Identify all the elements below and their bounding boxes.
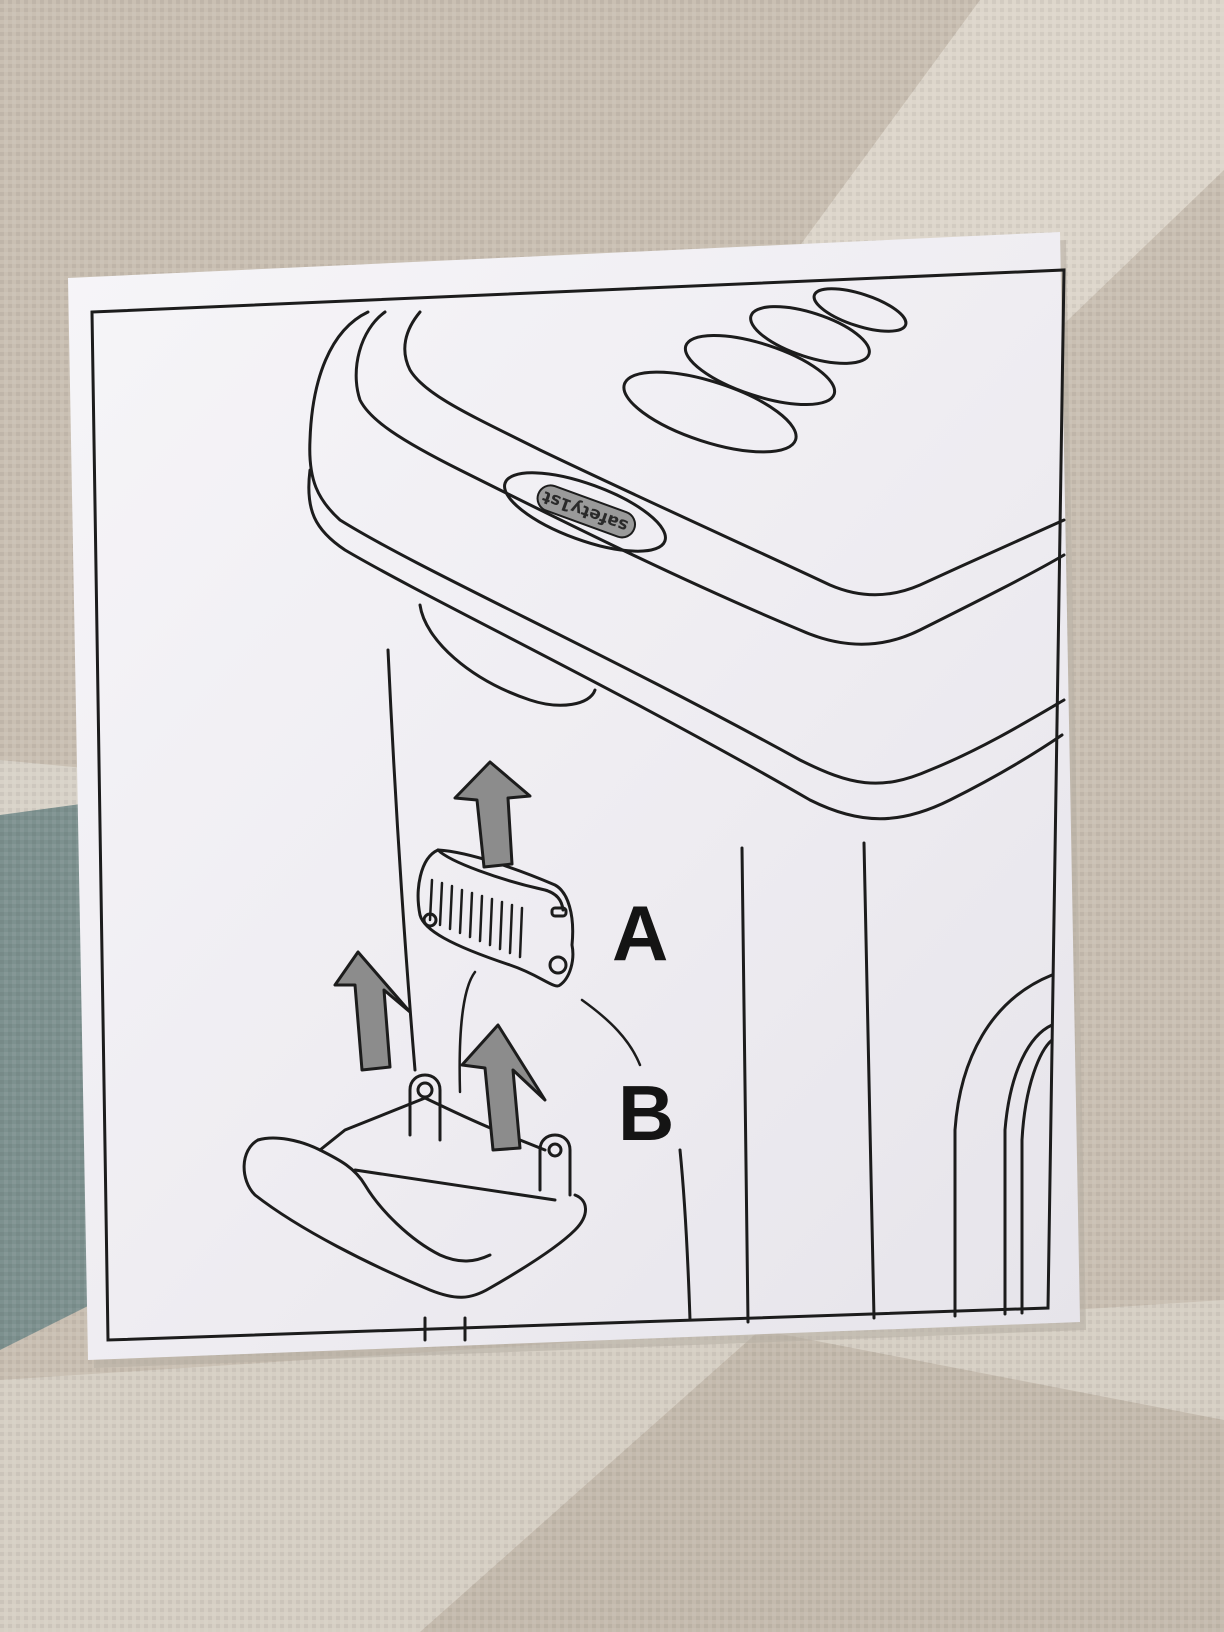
bin-lid [308,310,1066,785]
lid-ridge [812,287,908,333]
lid-ridge [683,333,837,407]
paper [68,232,1080,1360]
leader-line-a [458,970,477,1094]
callout-label-a: A [612,889,668,977]
illustration [242,287,1066,1342]
callout-label-b: B [618,1069,674,1157]
bin-body-edge [386,648,417,1072]
sheet-border [90,268,1066,1342]
up-arrow-icon [453,760,532,869]
instruction-sheet: A B safety1st [68,232,1086,1368]
lid-ridge [622,370,798,454]
leader-line-b [580,998,642,1067]
brand-logo-badge [503,471,667,553]
up-arrow-icon [333,950,412,1072]
up-arrow-icon [460,1023,547,1152]
part-b-tray [242,1073,587,1342]
lid-ridge [749,305,871,365]
part-a-cartridge [416,848,575,988]
